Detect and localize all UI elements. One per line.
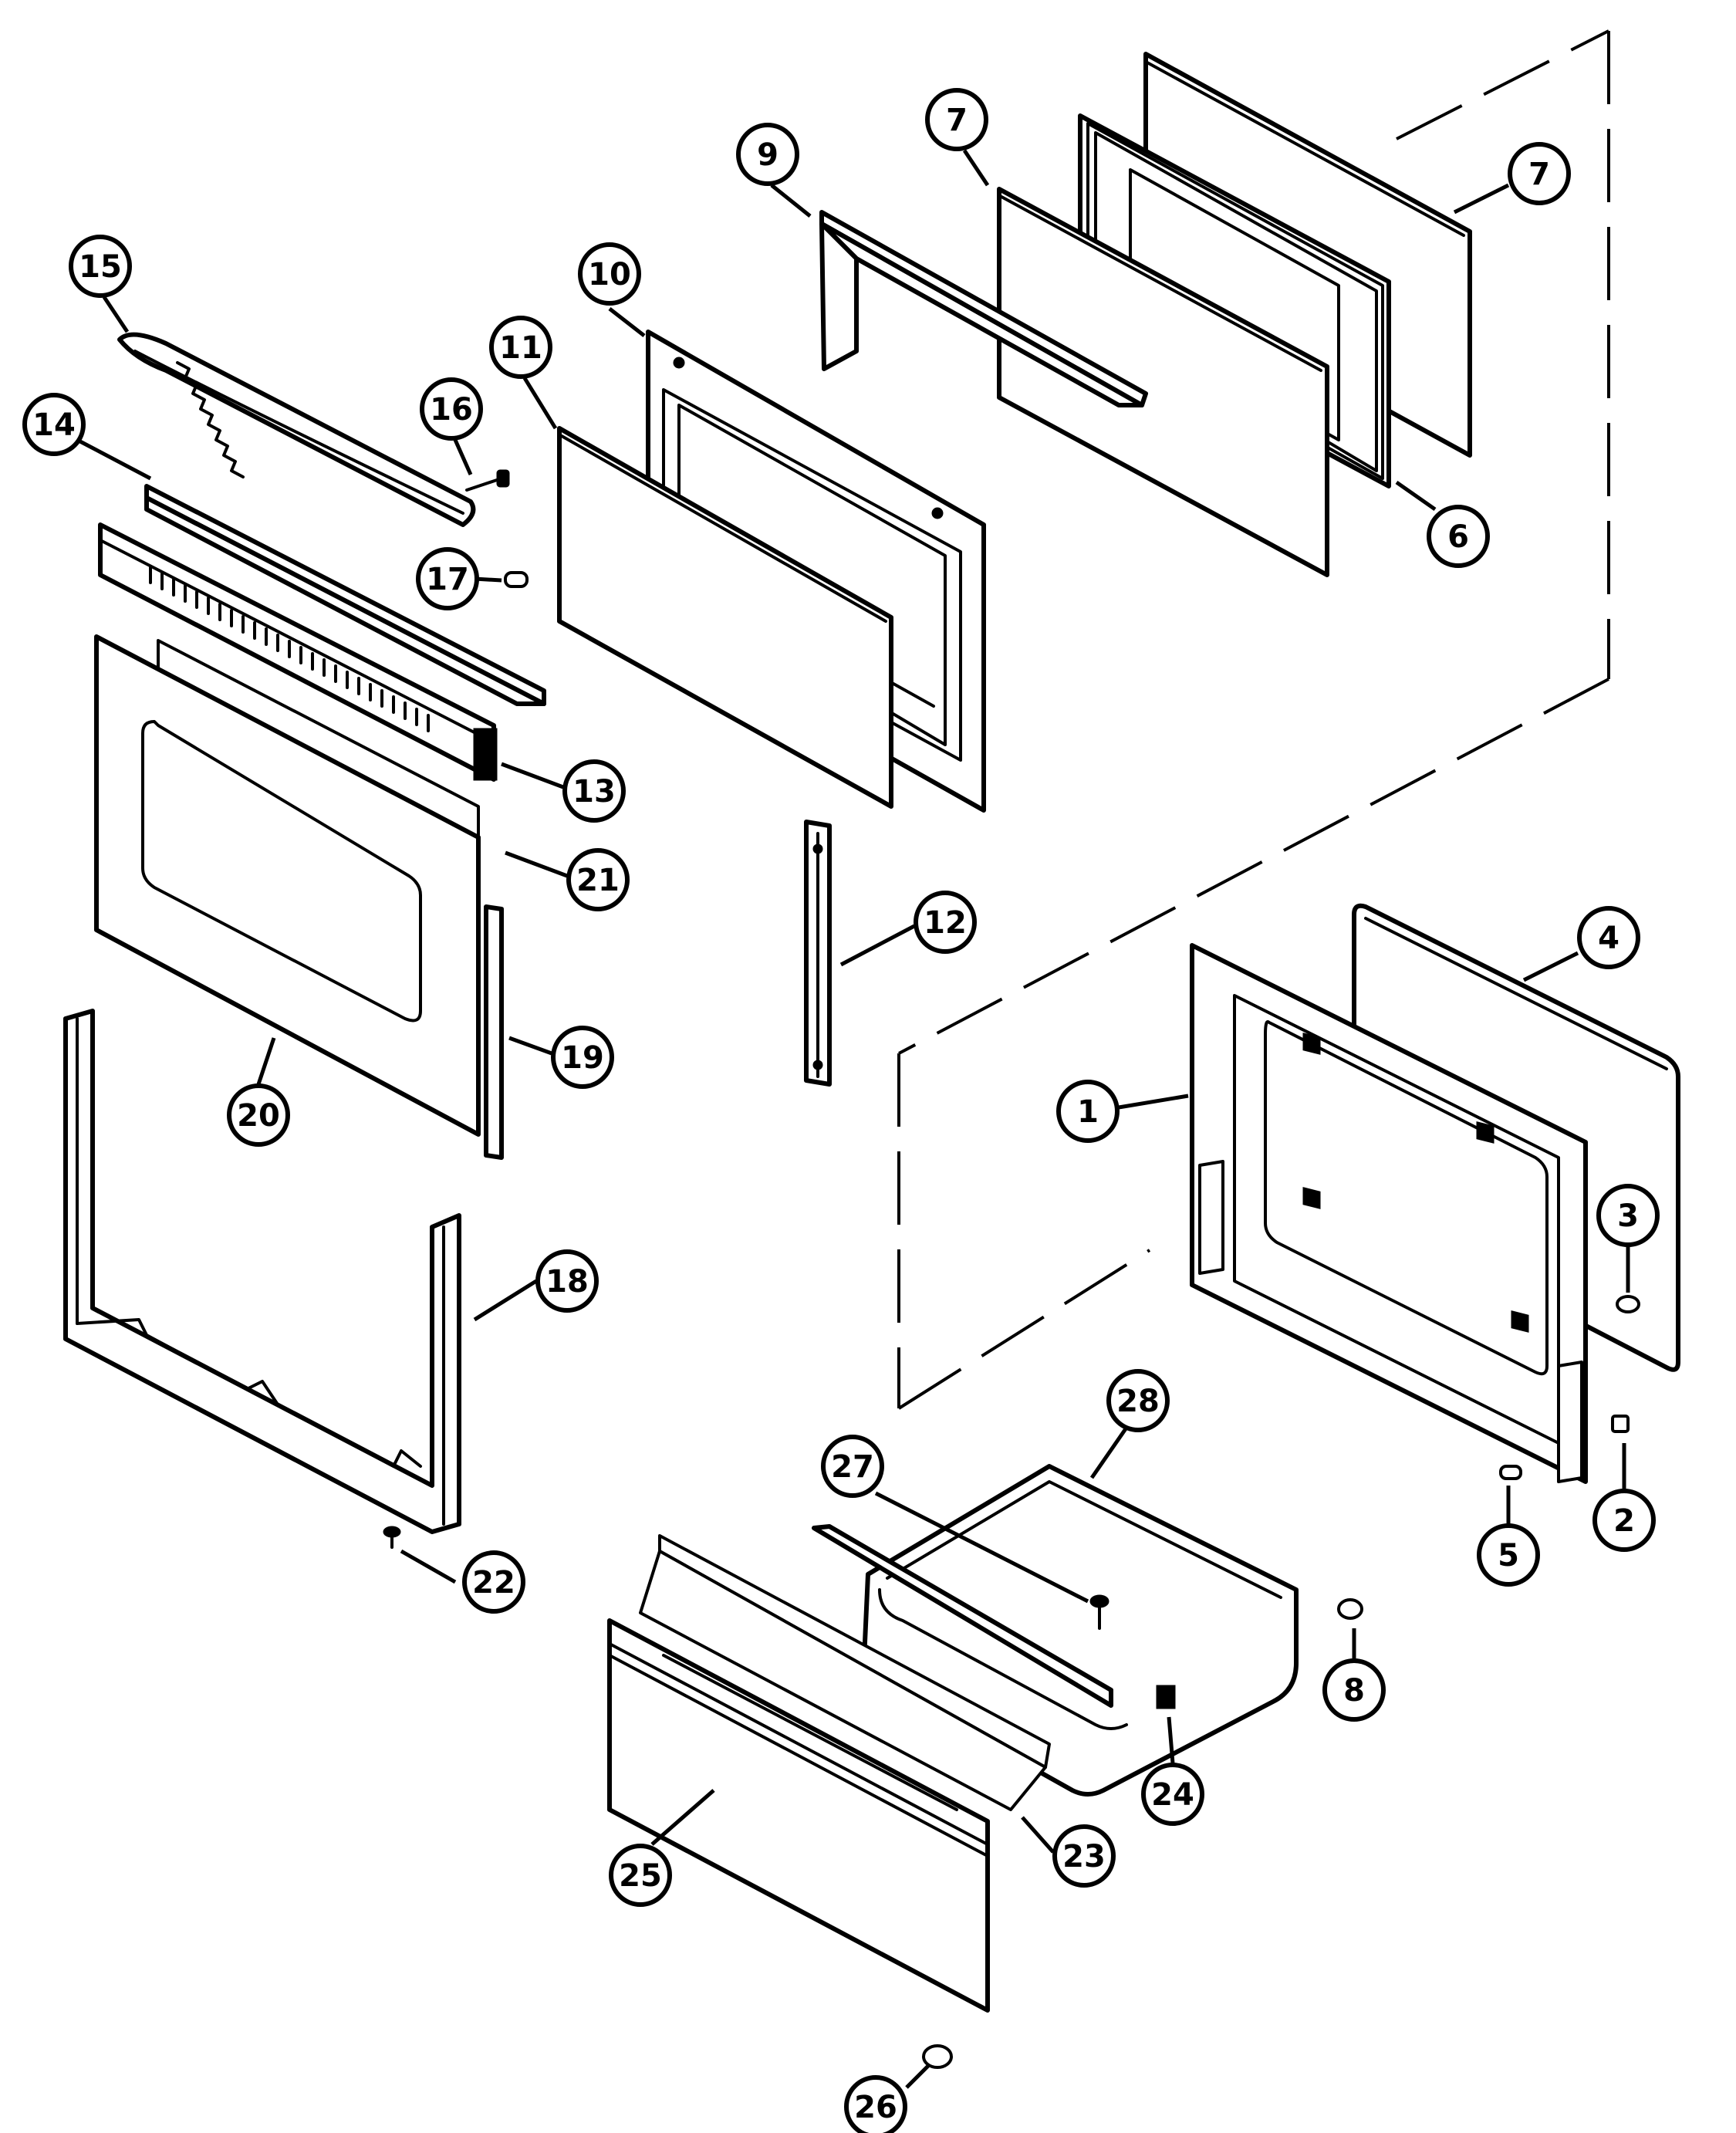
callout-13-label: 13 xyxy=(572,774,616,810)
part-11-door-glass xyxy=(557,426,893,809)
callout-11: 11 xyxy=(489,316,552,379)
callout-14-label: 14 xyxy=(32,407,76,443)
callout-25: 25 xyxy=(609,1844,672,1907)
part-14-trim-strip xyxy=(144,484,546,706)
callout-17: 17 xyxy=(416,547,479,610)
callout-10-label: 10 xyxy=(588,257,631,292)
callout-3-label: 3 xyxy=(1617,1198,1639,1234)
callout-10: 10 xyxy=(578,242,641,306)
part-2-nut xyxy=(1611,1415,1630,1433)
callout-24: 24 xyxy=(1141,1763,1204,1826)
callout-4-label: 4 xyxy=(1598,921,1619,956)
part-18-door-frame xyxy=(63,1009,461,1534)
part-13-vent-panel xyxy=(98,522,498,782)
part-15-handle xyxy=(117,332,476,527)
callout-15-label: 15 xyxy=(79,249,122,285)
part-25-drawer-front xyxy=(607,1618,990,2013)
callout-28-label: 28 xyxy=(1116,1384,1160,1419)
part-23-drawer-bracket xyxy=(639,1534,1051,1811)
alignment-lines xyxy=(897,29,1610,1410)
callout-12: 12 xyxy=(914,891,977,954)
callout-18: 18 xyxy=(535,1249,599,1313)
callout-22-label: 22 xyxy=(472,1565,515,1601)
callout-25-label: 25 xyxy=(619,1858,662,1894)
callout-11-label: 11 xyxy=(499,330,542,366)
callout-27-label: 27 xyxy=(831,1449,874,1485)
callout-22: 22 xyxy=(462,1550,525,1614)
callout-5-label: 5 xyxy=(1498,1538,1519,1574)
callout-24-label: 24 xyxy=(1151,1777,1194,1813)
part-17-spacer xyxy=(504,571,529,588)
callout-20-label: 20 xyxy=(237,1098,280,1134)
callout-14: 14 xyxy=(22,393,86,456)
callout-8: 8 xyxy=(1322,1658,1386,1722)
callout-23-label: 23 xyxy=(1062,1839,1106,1874)
callout-7-front-label: 7 xyxy=(946,103,968,138)
leader-lines xyxy=(76,149,1630,2089)
callout-1-label: 1 xyxy=(1077,1094,1099,1130)
callout-26: 26 xyxy=(844,2075,907,2133)
callout-17-label: 17 xyxy=(426,562,469,597)
callout-2-label: 2 xyxy=(1613,1503,1635,1539)
part-24-bumper xyxy=(1156,1685,1176,1709)
callout-5: 5 xyxy=(1477,1523,1540,1587)
callout-19-label: 19 xyxy=(561,1040,604,1076)
callout-16: 16 xyxy=(420,377,483,441)
callout-16-label: 16 xyxy=(430,392,473,428)
callout-4: 4 xyxy=(1577,906,1640,969)
part-12-hinge-channel xyxy=(804,820,832,1087)
callout-8-label: 8 xyxy=(1343,1673,1365,1709)
callout-15: 15 xyxy=(69,235,132,298)
part-19-side-trim xyxy=(484,904,504,1160)
callout-9-label: 9 xyxy=(757,137,778,173)
callout-13: 13 xyxy=(562,759,626,823)
callout-21-label: 21 xyxy=(576,863,620,898)
part-27-screw xyxy=(1089,1594,1109,1630)
part-16-screw xyxy=(465,469,510,492)
callout-12-label: 12 xyxy=(924,905,967,941)
callout-7-front: 7 xyxy=(925,88,988,151)
callout-2: 2 xyxy=(1592,1489,1656,1552)
callout-20: 20 xyxy=(227,1083,290,1147)
callout-26-label: 26 xyxy=(854,2090,897,2125)
callout-6-label: 6 xyxy=(1447,519,1469,555)
callout-7-rear-label: 7 xyxy=(1528,157,1550,192)
callout-21: 21 xyxy=(566,848,630,911)
callout-6: 6 xyxy=(1427,505,1490,568)
callout-9: 9 xyxy=(736,123,799,186)
part-22-screw xyxy=(383,1526,401,1549)
part-5-spacer xyxy=(1499,1465,1522,1480)
part-3-clip xyxy=(1616,1295,1640,1313)
part-9-channel xyxy=(819,210,1148,407)
part-1-inner-liner xyxy=(1190,943,1588,1484)
callout-3: 3 xyxy=(1596,1184,1660,1247)
callout-7-rear: 7 xyxy=(1508,142,1571,205)
part-26-foot xyxy=(922,2044,953,2069)
callout-23: 23 xyxy=(1052,1824,1116,1888)
callouts: 1 2 3 4 5 6 7 7 8 9 10 11 12 13 14 15 16… xyxy=(22,88,1660,2133)
callout-18-label: 18 xyxy=(545,1264,589,1300)
vent-slots xyxy=(149,566,430,732)
callout-27: 27 xyxy=(821,1435,884,1498)
callout-1: 1 xyxy=(1056,1080,1120,1143)
part-20-outer-door xyxy=(94,634,481,1137)
callout-28: 28 xyxy=(1106,1369,1170,1432)
callout-19: 19 xyxy=(551,1026,614,1089)
part-8-nut xyxy=(1337,1598,1363,1620)
